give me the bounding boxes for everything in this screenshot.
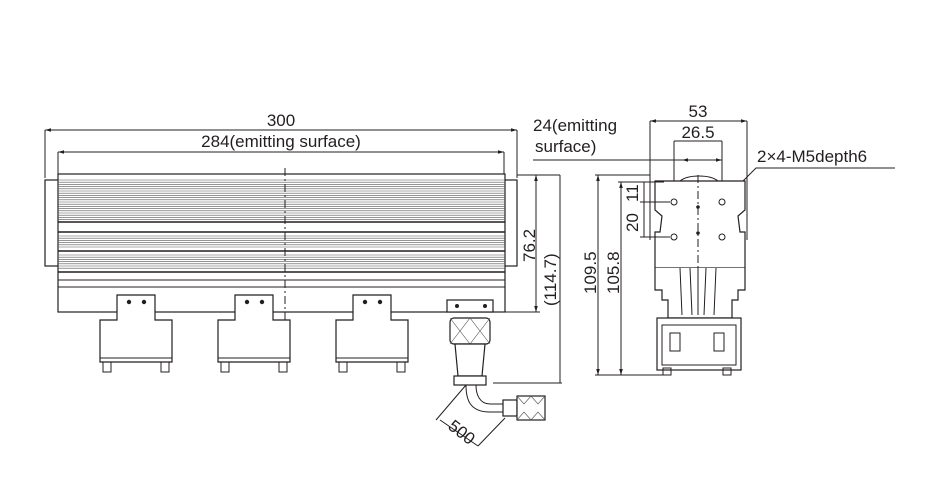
hole-offset-label: 11	[623, 184, 642, 202]
overall-width-label: 53	[689, 102, 708, 121]
hole-pitch-label: 26.5	[681, 123, 714, 142]
mounting-bracket	[335, 294, 409, 373]
emitting-width-label-2: surface)	[535, 137, 596, 156]
mounting-holes	[670, 198, 726, 241]
thread-spec-label: 2×4-M5depth6	[757, 147, 867, 166]
front-view: 300 284(emitting surface)	[44, 111, 562, 449]
mounting-bracket	[99, 294, 173, 373]
side-body	[654, 180, 746, 269]
overall-height-label: 109.5	[581, 251, 600, 294]
side-view: 24(emitting surface) 53 26.5 2×4-M5depth…	[533, 102, 895, 376]
mounting-bracket	[217, 294, 291, 373]
emitting-length-label: 284(emitting surface)	[201, 132, 361, 151]
overall-length-label: 300	[267, 111, 295, 130]
cable-length-label: 500	[445, 416, 479, 448]
total-height-label: (114.7)	[541, 253, 560, 306]
side-body-height-label: 105.8	[604, 251, 623, 294]
hole-vertical-pitch-label: 20	[623, 213, 642, 232]
emitting-width-label-1: 24(emitting	[533, 116, 617, 135]
connector	[446, 299, 546, 421]
body-height-label: 76.2	[520, 229, 539, 262]
light-body	[57, 173, 506, 313]
